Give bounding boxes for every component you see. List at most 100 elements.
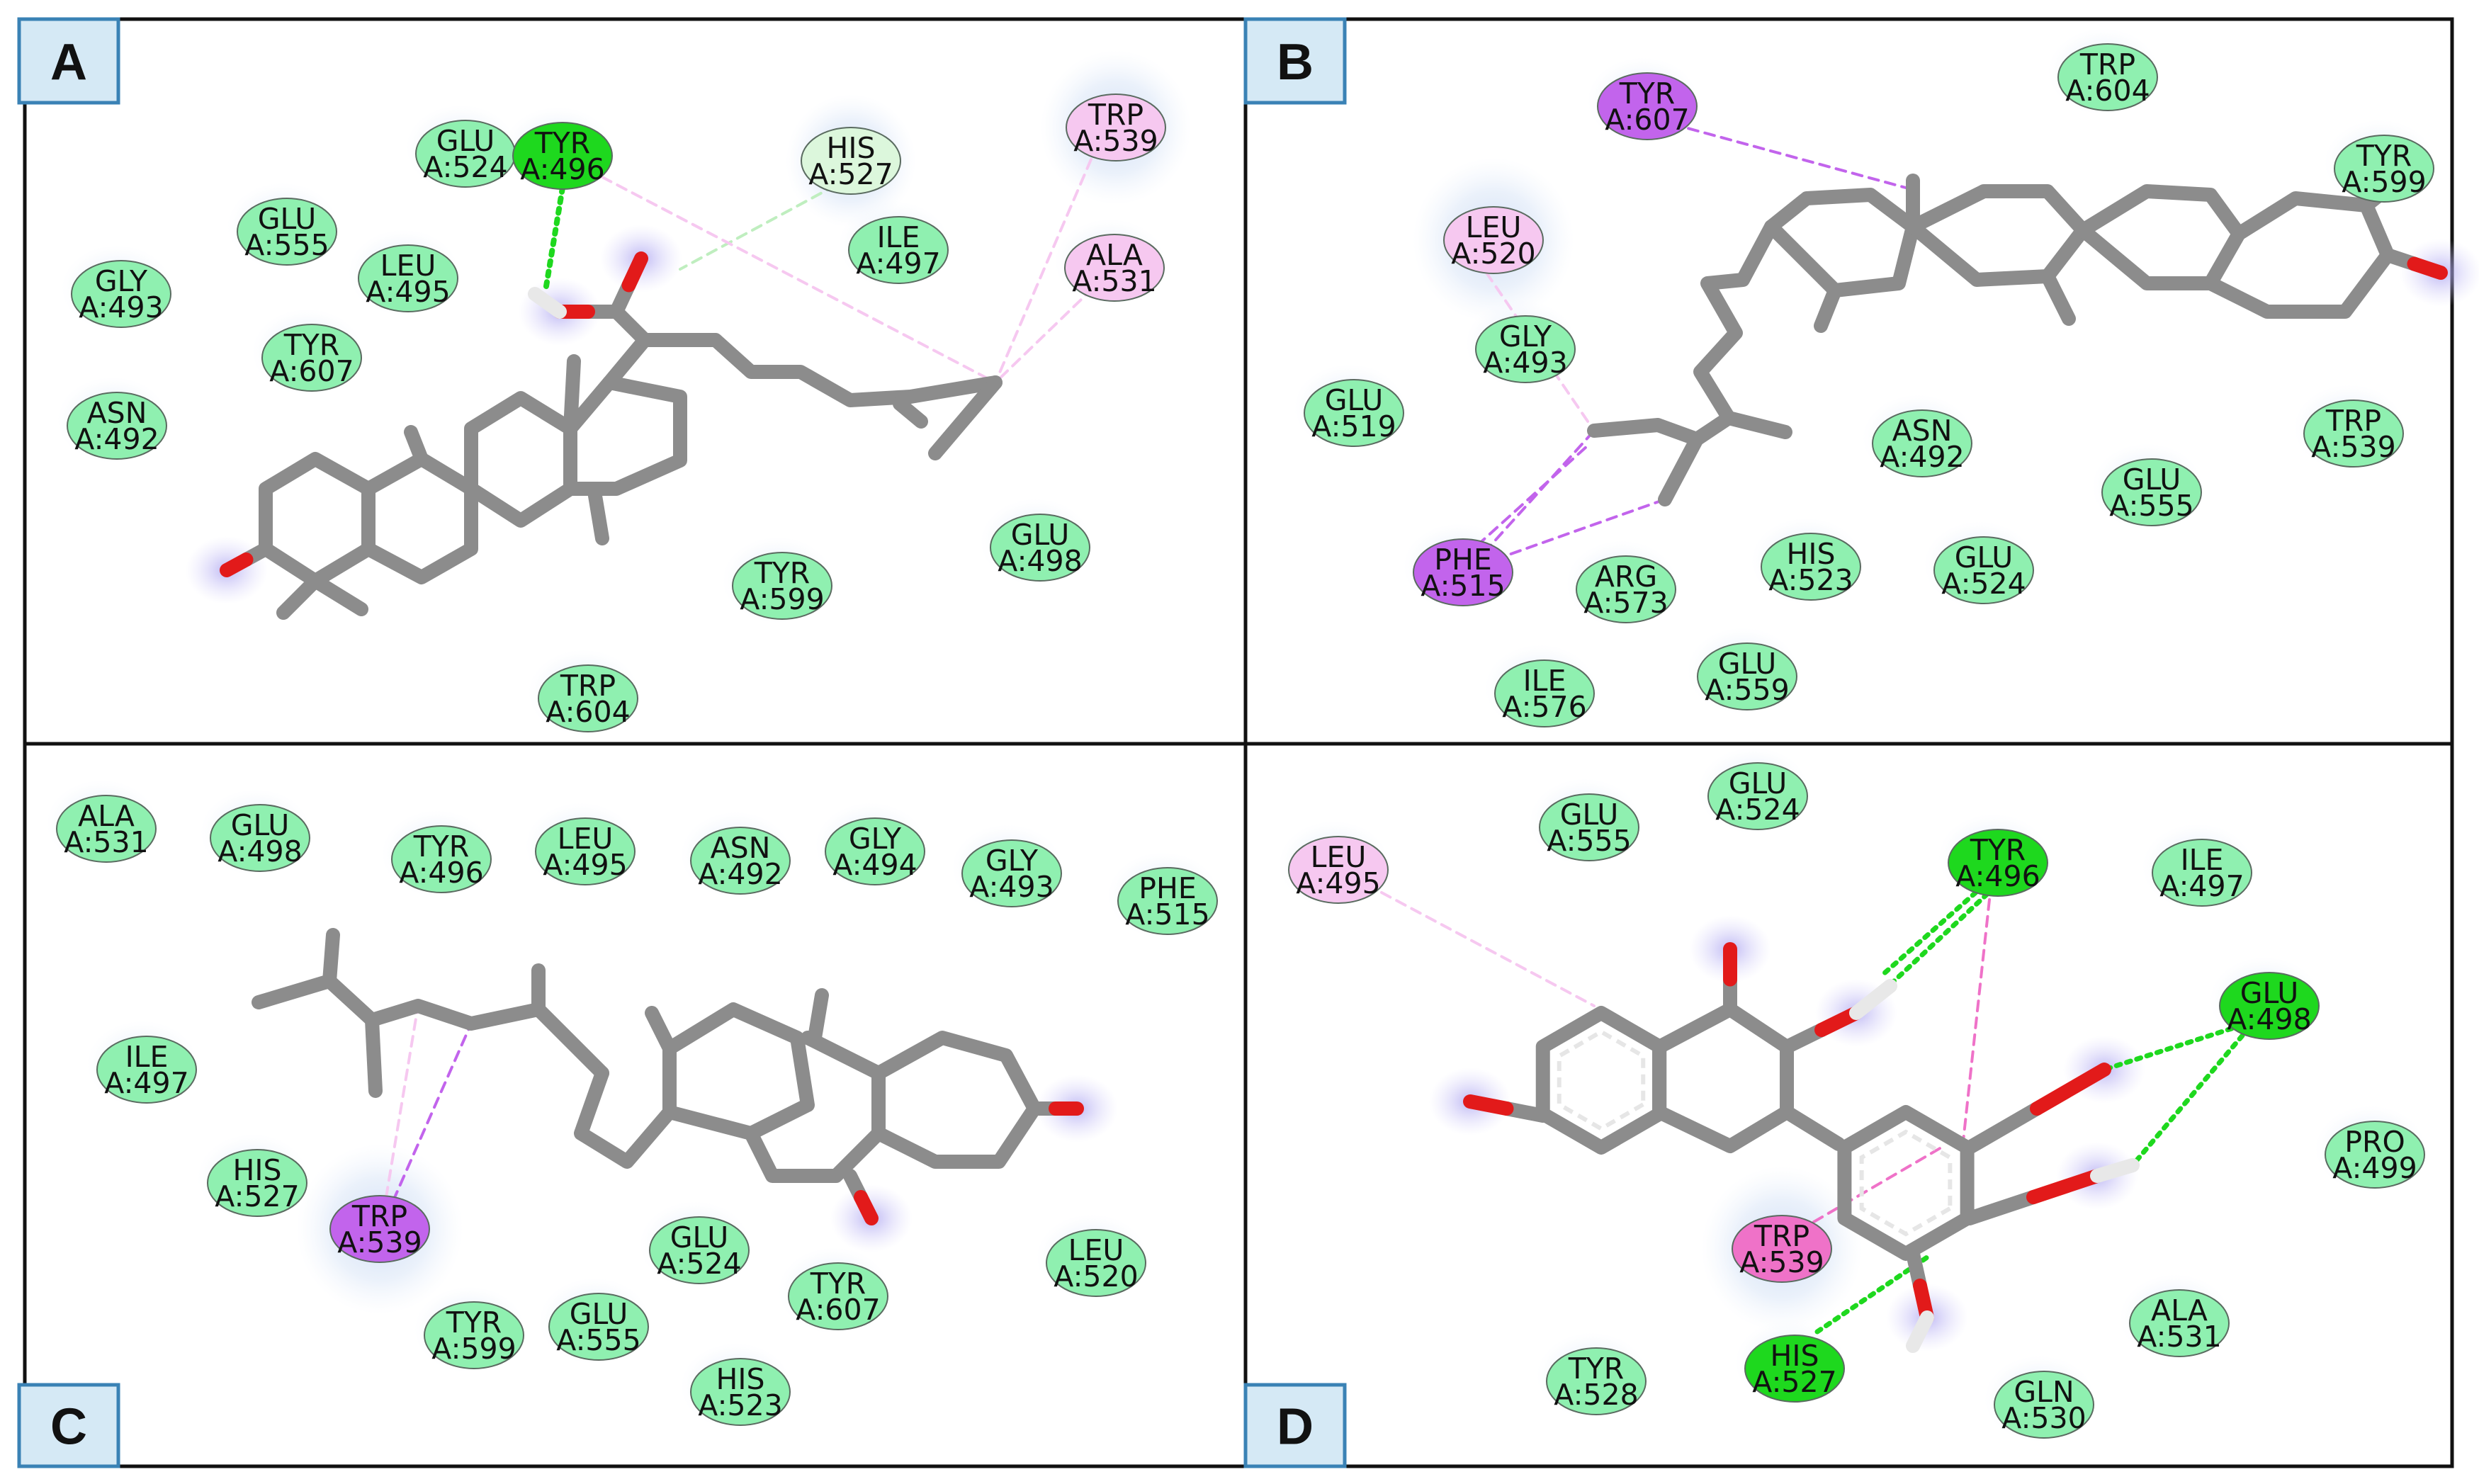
residue-name: TYR	[2356, 139, 2412, 173]
residue-name: TYR	[446, 1305, 502, 1339]
ring-link	[1780, 1105, 1846, 1151]
residue-id: A:531	[1072, 264, 1156, 298]
panel-tag-box	[17, 17, 120, 105]
panel-letter: A	[50, 34, 87, 91]
residue-name: GLU	[1718, 647, 1777, 681]
residue-disc	[825, 817, 925, 885]
residue-name: GLY	[1499, 319, 1552, 353]
hydroxyl-hydrogen	[2090, 1158, 2140, 1183]
terminal-methyl	[928, 375, 1003, 460]
residue-name: GLU	[1011, 518, 1070, 552]
residue-id: A:531	[64, 825, 148, 859]
residue-id: A:496	[1955, 859, 2040, 893]
methyl	[563, 354, 581, 436]
residue-name: TYR	[1619, 77, 1676, 111]
residue-name: GLU	[570, 1297, 628, 1331]
residue-disc	[649, 1216, 750, 1284]
residue-name: TYR	[534, 126, 591, 160]
residue-name: TRP	[2325, 404, 2381, 438]
residue-id: A:524	[1715, 793, 1800, 827]
residue-layer: GLUA:524TYRA:496HISA:527TRPA:539GLUA:555…	[56, 43, 2434, 1439]
residue-disc	[1546, 1347, 1647, 1415]
residue-id: A:604	[546, 695, 630, 729]
pi-alkyl-interaction-line	[1961, 898, 1991, 1149]
panel-letter: B	[1277, 34, 1314, 91]
residue-disc	[801, 127, 901, 195]
residue-name: GLU	[1729, 766, 1788, 800]
residue-name: GLU	[258, 202, 317, 236]
carbon-oxygen-bond	[1963, 1101, 2044, 1155]
residue-id: A:515	[1421, 569, 1505, 603]
residue-id: A:539	[1739, 1245, 1824, 1279]
residue-disc	[2152, 839, 2252, 907]
ring-a	[871, 1031, 1041, 1169]
pi-sigma-interaction-line	[1493, 498, 1666, 561]
panel-letter: D	[1277, 1399, 1314, 1456]
residue-name: TRP	[560, 669, 616, 703]
residue-name: GLU	[436, 124, 495, 158]
residue-name: LEU	[1068, 1233, 1124, 1267]
residue-name: GLY	[95, 264, 148, 298]
residue-name: ILE	[2181, 843, 2224, 877]
residue-disc	[67, 392, 167, 460]
ring-d	[563, 375, 687, 496]
pi-sigma-interaction-line	[1476, 445, 1588, 547]
residue-name: TYR	[413, 829, 470, 863]
residue-name: PHE	[1139, 871, 1196, 905]
residue-id: A:497	[104, 1066, 188, 1100]
residue-name: HIS	[233, 1153, 282, 1187]
pi-sigma-interaction-line	[1671, 123, 1907, 189]
residue-name: HIS	[716, 1362, 765, 1396]
residue-id: A:493	[1483, 346, 1567, 380]
residue-id: A:573	[1583, 586, 1668, 620]
residue-disc	[512, 122, 613, 190]
residue-name: ALA	[78, 799, 135, 833]
residue-name: GLU	[1955, 540, 2014, 574]
residue-id: A:498	[998, 544, 1082, 578]
residue-name: PRO	[2344, 1125, 2405, 1159]
panel-tag-c: C	[17, 1383, 120, 1468]
residue-disc	[210, 804, 310, 872]
carbon-hydrogen-bond-line	[679, 176, 852, 271]
residue-id: A:531	[2137, 1320, 2221, 1354]
methyl	[404, 425, 429, 466]
pi-sigma-interaction-line	[1483, 429, 1596, 554]
ring-b	[361, 452, 478, 584]
oxygen-atom	[2407, 256, 2448, 280]
residue-id: A:576	[1502, 690, 1586, 724]
ring-a	[2203, 191, 2395, 319]
residue-disc	[2325, 1121, 2425, 1189]
side-chain	[252, 974, 609, 1080]
residue-disc	[1933, 536, 2034, 604]
residue-name: GLU	[1325, 383, 1384, 417]
residue-name: TYR	[1970, 833, 2026, 867]
aromatic-ring-dash	[1859, 1129, 1953, 1237]
ring-c	[662, 1002, 815, 1140]
residue-disc	[1576, 555, 1676, 623]
hydrogen-bond-line	[1814, 1254, 1930, 1335]
residue-name: GLN	[2014, 1375, 2074, 1409]
residue-id: A:555	[244, 228, 329, 262]
residue-id: A:555	[2109, 489, 2193, 523]
ring-d	[574, 1066, 677, 1169]
residue-id: A:519	[1311, 409, 1396, 443]
residue-disc	[732, 552, 832, 620]
residue-id: A:599	[740, 582, 824, 616]
